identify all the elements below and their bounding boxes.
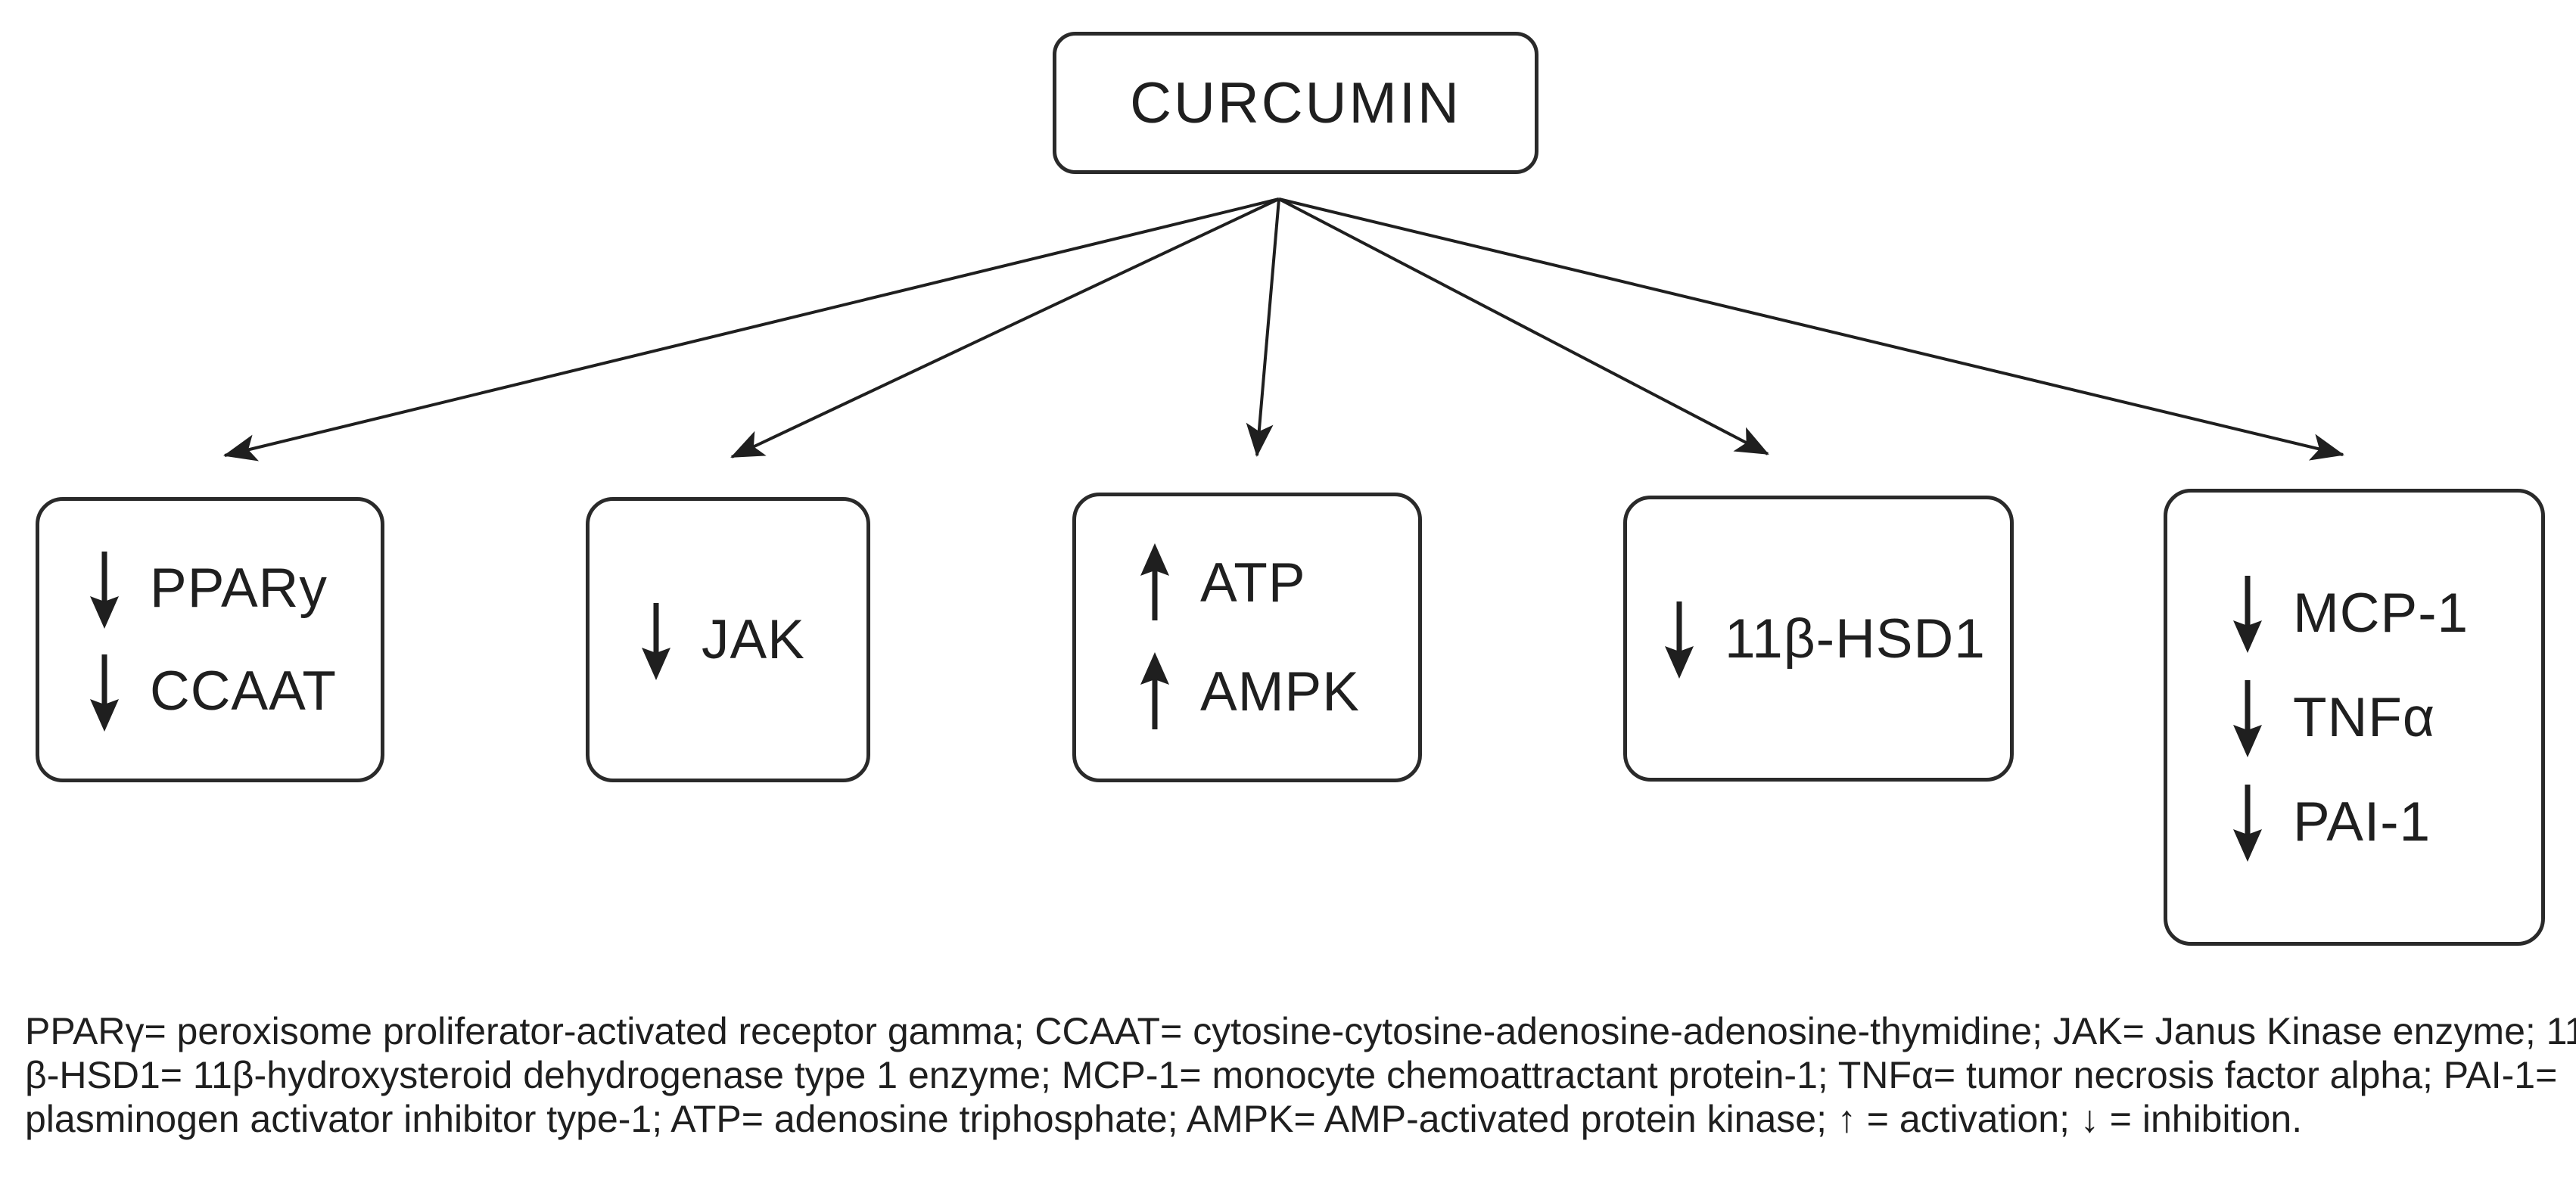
effect-row: MCP-1 xyxy=(2231,573,2541,653)
effect-label: 11β-HSD1 xyxy=(1725,608,1986,670)
effect-row: JAK xyxy=(639,600,866,680)
fan-arrows xyxy=(223,197,2344,462)
connector-arrow-5 xyxy=(1278,197,2344,461)
effect-box-jak: JAK xyxy=(586,497,870,782)
legend-line-1: PPARγ= peroxisome proliferator-activated… xyxy=(25,1010,2576,1052)
effect-row: AMPK xyxy=(1138,651,1418,732)
abbreviation-legend: PPARγ= peroxisome proliferator-activated… xyxy=(25,1009,2576,1141)
up-arrow-icon xyxy=(1140,542,1169,620)
effect-row: TNFα xyxy=(2231,677,2541,757)
down-arrow-icon xyxy=(1665,601,1694,679)
effect-box-11b-hsd1: 11β-HSD1 xyxy=(1623,496,2014,782)
down-arrow-icon xyxy=(90,551,119,629)
connector-arrow-4 xyxy=(1278,197,1769,455)
connector-arrow-1 xyxy=(223,197,1280,462)
effect-label: MCP-1 xyxy=(2293,582,2469,644)
effect-row: 11β-HSD1 xyxy=(1663,598,2010,679)
effect-label: JAK xyxy=(702,609,805,670)
effect-row: CCAAT xyxy=(88,651,381,732)
effect-label: PPARy xyxy=(150,558,328,619)
effect-row: PPARy xyxy=(88,549,381,629)
down-arrow-icon xyxy=(2233,576,2262,653)
down-arrow-icon xyxy=(2233,680,2262,757)
down-arrow-icon xyxy=(90,654,119,732)
legend-line-2: β-HSD1= 11β-hydroxysteroid dehydrogenase… xyxy=(25,1054,2558,1096)
effect-label: ATP xyxy=(1200,552,1306,614)
down-arrow-icon xyxy=(642,602,670,680)
effect-label: AMPK xyxy=(1200,661,1360,723)
effect-row: PAI-1 xyxy=(2231,782,2541,862)
effect-label: TNFα xyxy=(2293,686,2436,748)
effect-label: PAI-1 xyxy=(2293,791,2431,853)
down-arrow-icon xyxy=(2233,785,2262,862)
effect-box-atp-ampk: ATP AMPK xyxy=(1072,493,1422,782)
effect-label: CCAAT xyxy=(150,660,337,722)
curcumin-box: CURCUMIN xyxy=(1053,32,1538,174)
legend-line-3: plasminogen activator inhibitor type-1; … xyxy=(25,1098,2303,1140)
effect-row: ATP xyxy=(1138,542,1418,623)
up-arrow-icon xyxy=(1140,651,1169,729)
connector-arrow-3 xyxy=(1246,198,1280,457)
connector-arrow-2 xyxy=(730,197,1280,458)
curcumin-label: CURCUMIN xyxy=(1130,70,1461,135)
